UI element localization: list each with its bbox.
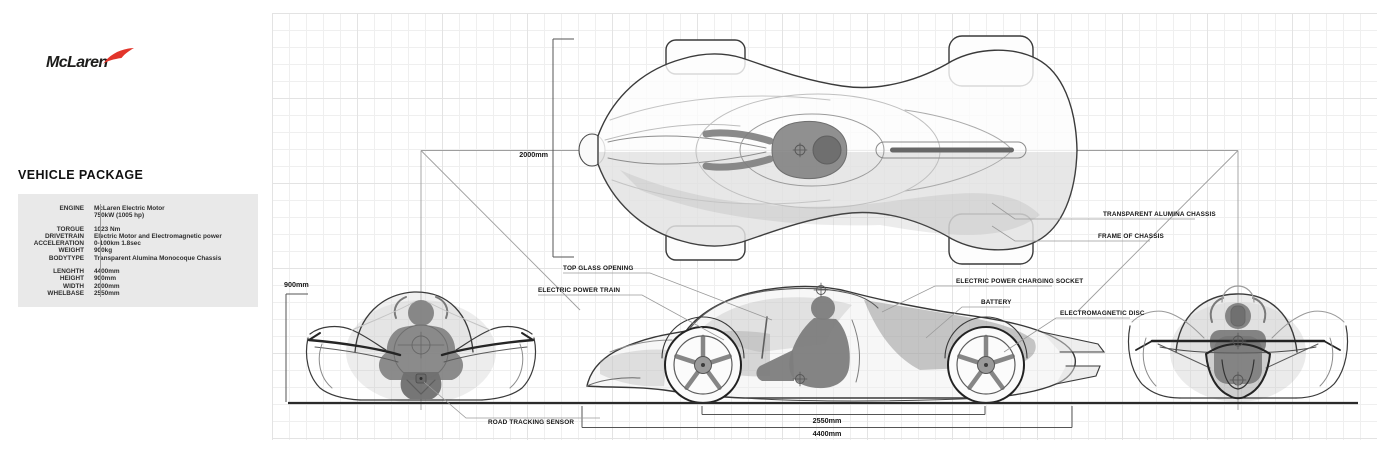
front-view-crosshair bbox=[397, 331, 445, 359]
dimension-label-4400mm: 4400mm bbox=[812, 429, 842, 438]
spec-label: HEIGHT bbox=[59, 275, 84, 283]
spec-label: WHELBASE bbox=[47, 289, 84, 297]
rear-view-diffuser bbox=[1204, 342, 1272, 400]
top-view-drawing bbox=[578, 35, 1078, 265]
mclaren-speedmark-icon bbox=[103, 48, 134, 64]
vehicle-spec-panel: ENGINE McLaren Electric Motor 750kW (100… bbox=[18, 194, 258, 307]
leader-electric-power-train bbox=[538, 294, 725, 341]
side-view-details bbox=[586, 282, 1106, 402]
side-view-canopy-line bbox=[687, 287, 879, 332]
side-view-front-wheel bbox=[664, 326, 742, 404]
spec-row: TORGUE 1023 Nm bbox=[18, 226, 258, 233]
dimension-label-2000mm: 2000mm bbox=[519, 150, 548, 159]
spec-row: WEIGHT 900kg bbox=[18, 247, 258, 254]
top-view-canopy-inner bbox=[739, 113, 885, 187]
dimension-2000mm-bracket bbox=[552, 38, 574, 258]
callout-transparent-alumina-chassis: TRANSPARENT ALUMINA CHASSIS bbox=[1103, 211, 1216, 218]
top-view-driver-head bbox=[812, 135, 842, 165]
dimension-lines bbox=[285, 38, 1073, 428]
spec-row: LENGHTH 4400mm bbox=[18, 268, 258, 275]
spec-row: WHELBASE 2550mm bbox=[18, 290, 258, 297]
spec-row: ACCELERATION 0-100km 1.8sec bbox=[18, 240, 258, 247]
spec-value: 2550mm bbox=[94, 289, 120, 297]
spec-row: WIDTH 2000mm bbox=[18, 283, 258, 290]
leader-battery bbox=[925, 306, 1010, 339]
dimension-900mm-bracket bbox=[285, 293, 308, 402]
leader-frame-of-chassis bbox=[991, 225, 1150, 242]
spec-row: BODYTYPE Transparent Alumina Monocoque C… bbox=[18, 255, 258, 262]
spec-value: 4400mm bbox=[94, 268, 120, 276]
spec-value: 900kg bbox=[94, 247, 113, 255]
top-view-lower-shading bbox=[598, 152, 1077, 250]
dimension-4400mm-bracket bbox=[581, 406, 1073, 428]
callout-top-glass-opening: TOP GLASS OPENING bbox=[563, 265, 634, 272]
side-view-rear-wheel bbox=[947, 326, 1025, 404]
callout-battery: BATTERY bbox=[981, 299, 1012, 306]
mclaren-logo: McLaren bbox=[46, 48, 156, 78]
callout-frame-of-chassis: FRAME OF CHASSIS bbox=[1098, 233, 1164, 240]
callout-electromagnetic-disc: ELECTROMAGNETIC DISC bbox=[1060, 310, 1145, 317]
spec-group-performance: TORGUE 1023 Nm DRIVETRAIN Electric Motor… bbox=[18, 226, 258, 262]
spec-label: WEIGHT bbox=[58, 247, 84, 255]
callout-road-tracking-sensor: ROAD TRACKING SENSOR bbox=[488, 419, 575, 426]
dimension-label-2550mm: 2550mm bbox=[812, 416, 842, 425]
front-view-headrest bbox=[393, 296, 449, 319]
spec-label: WIDTH bbox=[63, 282, 84, 290]
spec-label: DRIVETRAIN bbox=[44, 232, 84, 240]
spec-value: McLaren Electric Motor 750kW (1005 hp) bbox=[94, 205, 165, 220]
leader-electric-power-charging-socket bbox=[881, 285, 1052, 313]
front-view-wing-blades bbox=[307, 332, 535, 363]
rear-view-driver-silhouette bbox=[1210, 303, 1266, 384]
top-view-lower-streak bbox=[620, 170, 1040, 235]
spec-group-engine: ENGINE McLaren Electric Motor 750kW (100… bbox=[18, 205, 258, 220]
spec-value: 2000mm bbox=[94, 282, 120, 290]
rear-view-headrest bbox=[1209, 285, 1267, 323]
spec-row: DRIVETRAIN Electric Motor and Electromag… bbox=[18, 233, 258, 240]
top-view-driver-pod bbox=[702, 120, 848, 180]
callout-electric-power-train: ELECTRIC POWER TRAIN bbox=[538, 287, 621, 294]
top-view-rear-slot bbox=[875, 141, 1027, 159]
spec-divider-line bbox=[100, 204, 101, 297]
spec-label: BODYTYPE bbox=[48, 254, 84, 262]
side-view-drawing bbox=[586, 282, 1106, 404]
dimension-label-900mm: 900mm bbox=[284, 280, 309, 289]
leader-top-glass-opening bbox=[563, 272, 773, 321]
callout-leader-lines bbox=[423, 202, 1195, 419]
spec-label: ENGINE bbox=[59, 205, 84, 212]
callout-electric-power-charging-socket: ELECTRIC POWER CHARGING SOCKET bbox=[956, 278, 1084, 285]
spec-value: 0-100km 1.8sec bbox=[94, 240, 141, 248]
front-view-fenders bbox=[305, 301, 537, 401]
spec-row: HEIGHT 900mm bbox=[18, 275, 258, 282]
rear-view-crosshairs bbox=[1229, 332, 1247, 389]
rear-view-drawing bbox=[1127, 285, 1349, 402]
spec-label: TORGUE bbox=[56, 225, 84, 233]
front-view-drawing bbox=[305, 291, 537, 404]
leader-electromagnetic-disc bbox=[1003, 317, 1130, 353]
spec-value: Electric Motor and Electromagnetic power bbox=[94, 232, 222, 240]
leader-road-tracking-sensor bbox=[423, 381, 600, 419]
mclaren-logo-wordmark: McLaren bbox=[46, 54, 108, 71]
spec-value: 1023 Nm bbox=[94, 225, 121, 233]
spec-label: LENGHTH bbox=[53, 268, 84, 276]
leader-transparent-alumina-chassis bbox=[991, 202, 1195, 220]
spec-row: ENGINE McLaren Electric Motor 750kW (100… bbox=[18, 205, 258, 220]
page-title: VEHICLE PACKAGE bbox=[18, 168, 144, 182]
spec-value: Transparent Alumina Monocoque Chassis bbox=[94, 254, 222, 262]
side-view-driver-silhouette bbox=[756, 296, 850, 389]
front-view-road-sensor bbox=[415, 373, 427, 384]
spec-group-dimensions: LENGHTH 4400mm HEIGHT 900mm WIDTH 2000mm… bbox=[18, 268, 258, 297]
spec-label: ACCELERATION bbox=[33, 240, 84, 248]
dimension-2550mm-bracket bbox=[701, 406, 986, 415]
spec-value: 900mm bbox=[94, 275, 117, 283]
